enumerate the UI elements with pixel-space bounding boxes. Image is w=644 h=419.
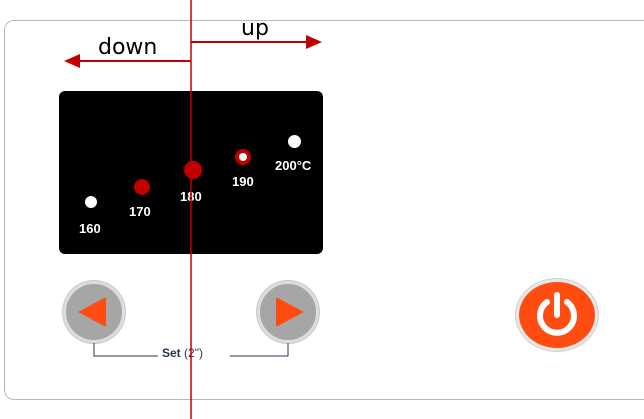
up-arrow bbox=[191, 35, 322, 49]
right-triangle-icon bbox=[276, 297, 304, 327]
down-annotation-label: down bbox=[98, 35, 158, 60]
set-duration-text: (2") bbox=[184, 346, 203, 360]
increase-button[interactable] bbox=[257, 281, 319, 343]
set-label-text: Set bbox=[162, 346, 181, 360]
temp-label-170: 170 bbox=[129, 204, 151, 219]
temp-dot-200 bbox=[288, 135, 301, 148]
up-annotation-label: up bbox=[241, 16, 269, 41]
down-arrow bbox=[64, 54, 191, 68]
set-hold-label: Set (2") bbox=[158, 346, 207, 360]
power-button[interactable] bbox=[516, 279, 598, 351]
temp-label-190: 190 bbox=[232, 174, 254, 189]
temp-label-160: 160 bbox=[79, 221, 101, 236]
left-triangle-icon bbox=[78, 297, 106, 327]
temp-dot-170 bbox=[134, 179, 150, 195]
power-icon bbox=[537, 292, 577, 336]
decrease-button[interactable] bbox=[63, 281, 125, 343]
temp-dot-180 bbox=[184, 161, 202, 179]
temp-dot-190 bbox=[235, 149, 251, 165]
temp-label-200: 200°C bbox=[275, 158, 312, 173]
temp-dot-160 bbox=[85, 196, 97, 208]
